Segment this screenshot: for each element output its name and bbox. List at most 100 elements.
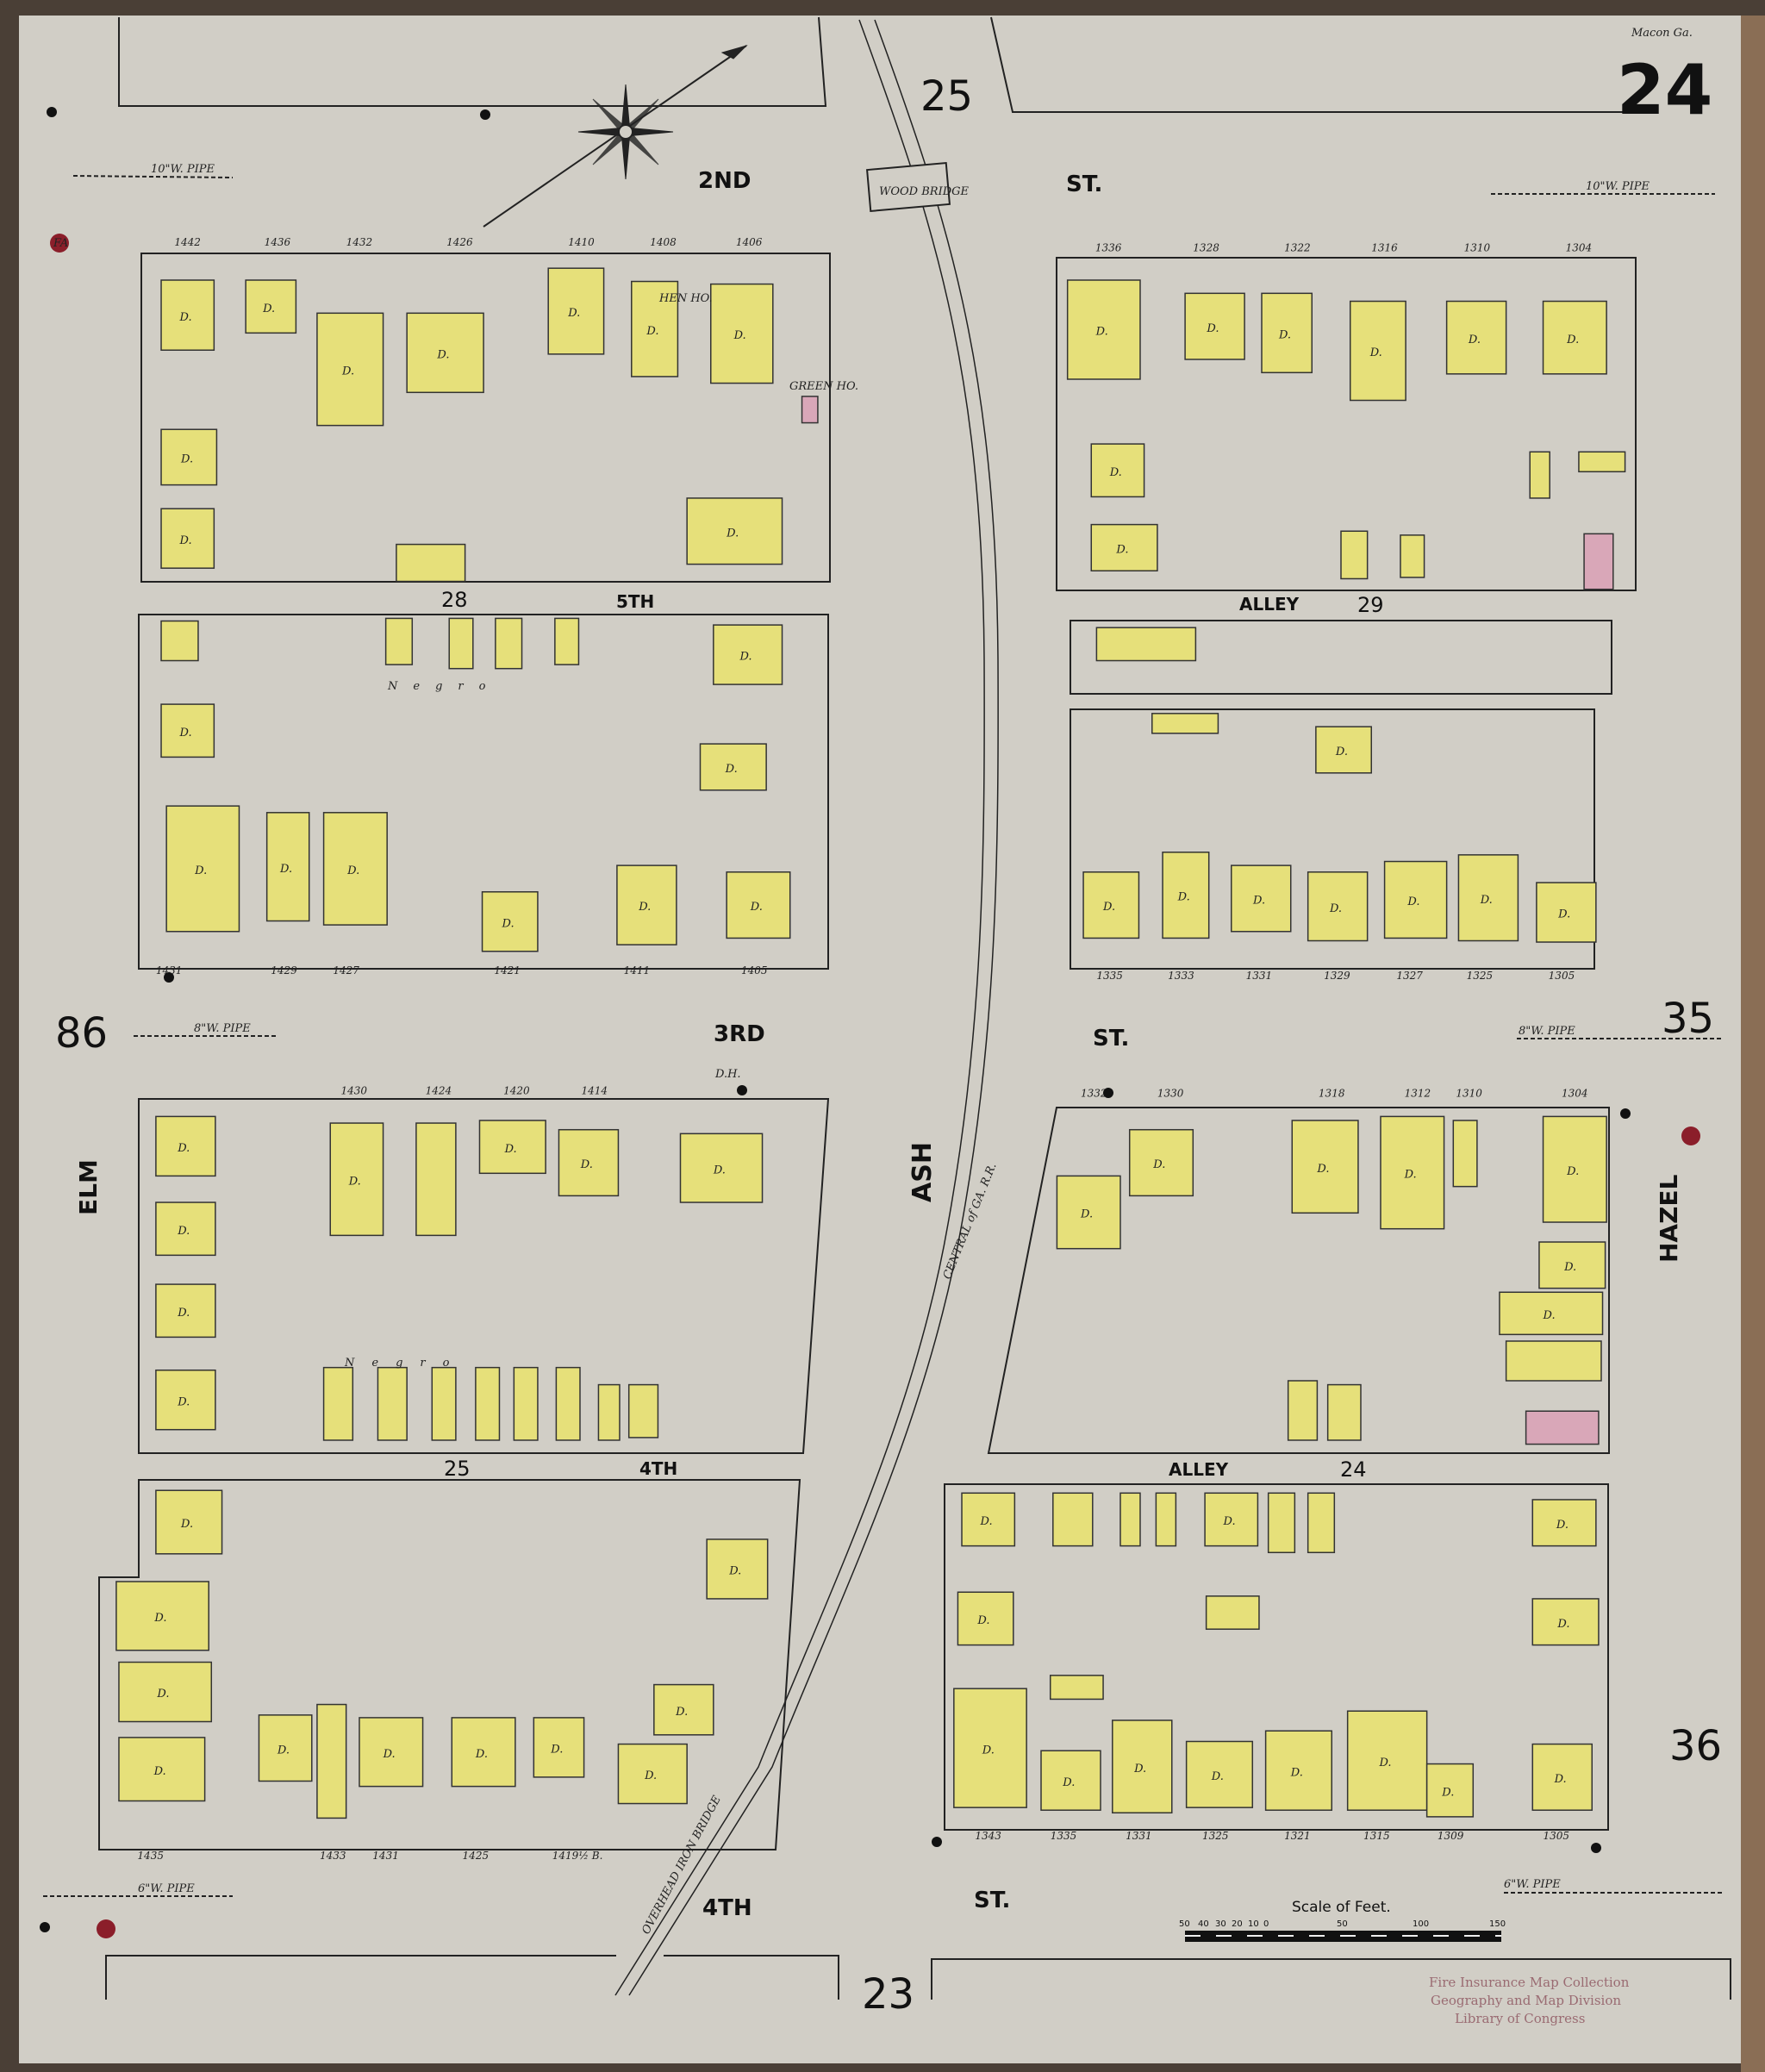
dwelling-building	[1291, 1120, 1359, 1214]
dwelling-label: D.	[1278, 328, 1291, 341]
dwelling-label: D.	[982, 1744, 995, 1757]
dwelling-label: D.	[178, 534, 191, 547]
dwelling-label: D.	[750, 901, 763, 914]
dwelling-building	[1346, 1710, 1428, 1811]
frame-bottom-right	[931, 1958, 1731, 2000]
address-number: 1433	[320, 1850, 346, 1862]
dwelling-label: D.	[1406, 896, 1419, 908]
dwelling-building	[258, 1714, 313, 1782]
dwelling-label: D.	[733, 329, 746, 342]
dwelling-building	[1542, 300, 1607, 375]
dwelling-building	[1578, 451, 1626, 473]
address-number: 1312	[1405, 1087, 1431, 1099]
dwelling-building	[155, 1489, 223, 1555]
address-number: 1335	[1051, 1830, 1077, 1842]
alley-lower: ALLEY	[1169, 1459, 1229, 1480]
dwelling-label: D.	[1062, 1776, 1075, 1789]
dwelling-label: D.	[1252, 895, 1265, 908]
dwelling-building	[706, 1538, 769, 1600]
dwelling-building	[679, 1133, 764, 1203]
wood-bridge-label: WOOD BRIDGE	[879, 185, 970, 198]
address-number: 1419½ B.	[552, 1850, 603, 1862]
dwelling-label: D.	[1206, 322, 1219, 335]
dwelling-label: D.	[1316, 1163, 1329, 1176]
pipe-label-bottom-right: 6"W. PIPE	[1504, 1878, 1561, 1891]
dwelling-building	[1425, 1763, 1475, 1818]
address-number: 1305	[1549, 970, 1575, 982]
dwelling-label: D.	[177, 1142, 190, 1155]
fire-alarm-label: FA	[53, 237, 68, 250]
dwelling-label: D.	[550, 1744, 563, 1757]
dwelling-building	[1380, 1115, 1445, 1230]
dwelling-building	[1052, 1492, 1094, 1547]
scale-tick-label: 100	[1413, 1919, 1429, 1929]
address-number: 1304	[1562, 1087, 1588, 1099]
dwelling-building	[547, 267, 605, 355]
dwelling-label: D.	[726, 527, 739, 540]
address-number: 1329	[1324, 970, 1350, 982]
dwelling-label: D.	[1554, 1773, 1567, 1786]
dwelling-building	[115, 1581, 209, 1651]
street-4th-st: ST.	[974, 1888, 1010, 1913]
dwelling-building	[617, 1743, 688, 1805]
dwelling-building	[713, 624, 783, 685]
negro-label-block-25: Negro	[344, 1357, 466, 1370]
block-top-right	[990, 16, 1637, 113]
dwelling-building	[165, 805, 240, 933]
dwelling-building	[1307, 1492, 1336, 1554]
dwelling-label: D.	[156, 1688, 169, 1701]
dwelling-building	[451, 1717, 516, 1788]
block-number-29: 29	[1357, 593, 1384, 617]
dwelling-building	[160, 620, 199, 662]
dwelling-label: D.	[262, 303, 275, 315]
dwelling-building	[558, 1128, 620, 1197]
address-number: 1332	[1081, 1087, 1107, 1099]
block-28	[140, 253, 831, 583]
dwelling-building	[1082, 871, 1140, 939]
address-number: 1315	[1363, 1830, 1390, 1842]
dwelling-label: D.	[180, 453, 193, 466]
dwelling-building	[316, 312, 384, 427]
scale-tick-label: 50	[1337, 1919, 1348, 1929]
dwelling-label: D.	[580, 1158, 593, 1171]
dwelling-label: D.	[277, 1744, 290, 1757]
dwelling-label: D.	[1133, 1763, 1146, 1776]
dwelling-building	[1457, 854, 1519, 942]
dwelling-building	[1531, 1743, 1593, 1811]
address-number: 1325	[1467, 970, 1494, 982]
dwelling-building	[1155, 1492, 1177, 1547]
dwelling-building	[1204, 1492, 1259, 1547]
stamp-line-2: Geography and Map Division	[1431, 1993, 1621, 2008]
address-number: 1427	[333, 964, 359, 977]
dwelling-label: D.	[153, 1765, 166, 1778]
address-number: 1420	[503, 1084, 530, 1096]
hen-house-label: HEN HO.	[658, 292, 713, 305]
dwelling-label: D.	[713, 1164, 726, 1176]
block-number-24: 24	[1340, 1457, 1367, 1482]
dwelling-label: D.	[153, 1612, 166, 1625]
dwelling-label: D.	[976, 1614, 989, 1627]
dwelling-building	[1056, 1175, 1121, 1250]
scale-title: Scale of Feet.	[1292, 1899, 1391, 1916]
address-number: 1430	[341, 1084, 368, 1096]
dwelling-building	[710, 283, 774, 384]
dwelling-label: D.	[1152, 1158, 1165, 1171]
ruler-edge	[1741, 16, 1765, 2072]
dwelling-building	[1531, 1598, 1600, 1646]
address-number: 1426	[446, 236, 473, 248]
dwelling-building	[377, 1366, 408, 1441]
street-3rd: 3RD	[714, 1021, 765, 1047]
dwelling-building	[686, 497, 783, 565]
dwelling-building	[155, 1283, 216, 1339]
dwelling-building	[155, 1115, 216, 1177]
dwelling-building	[155, 1369, 216, 1431]
dwelling-building	[726, 871, 791, 939]
dwelling-building	[1307, 871, 1369, 942]
dwelling-label: D.	[1329, 902, 1342, 915]
address-number: 1327	[1396, 970, 1423, 982]
dwelling-building	[1049, 1675, 1104, 1701]
dwelling-label: D.	[1080, 1208, 1093, 1221]
address-number: 1331	[1126, 1830, 1152, 1842]
